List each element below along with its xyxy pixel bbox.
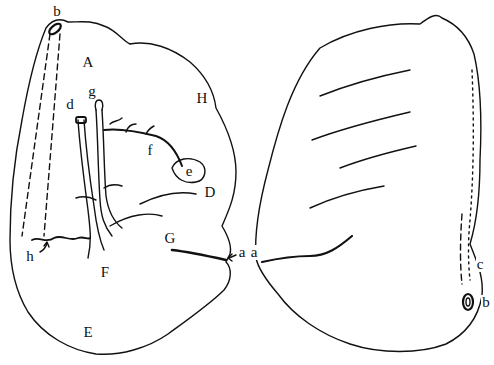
sulcus (32, 237, 90, 240)
sulcus (140, 193, 196, 204)
sulcus (262, 236, 352, 262)
sulcus-label: h (25, 249, 35, 264)
vessel (104, 185, 122, 188)
vessel (78, 120, 90, 258)
vessel (102, 110, 122, 228)
arrowhead (44, 242, 49, 247)
cut-vessel (466, 298, 470, 306)
arrowhead (228, 254, 232, 261)
sulcus (312, 112, 410, 140)
region-label: G (164, 231, 177, 246)
region-outline (172, 159, 205, 183)
vessel (126, 124, 136, 132)
cut-vessel (76, 117, 86, 123)
region-label: A (82, 55, 95, 70)
region-label: H (196, 91, 209, 106)
dashed-line (461, 214, 463, 284)
cut-vessel (463, 294, 473, 310)
vessel (104, 129, 182, 166)
pole-label: b (481, 295, 491, 310)
vessel-label: d (65, 97, 75, 112)
region-label: e (185, 164, 194, 179)
vessel-label: f (147, 143, 154, 158)
sulcus-label: a (238, 245, 247, 260)
brain-outline (256, 16, 483, 352)
region-label: D (204, 185, 217, 200)
sulcus (172, 250, 226, 260)
vessel (84, 120, 104, 250)
sulcus (310, 186, 384, 208)
dashed-line (44, 34, 60, 236)
line-label: c (476, 257, 485, 272)
vessel (76, 197, 96, 200)
pole-label: b (52, 4, 62, 19)
region-label: E (82, 325, 93, 340)
sulcus-label: a (250, 245, 259, 260)
vessel (110, 118, 122, 124)
dotted-line (469, 70, 474, 280)
sulcus (320, 70, 410, 96)
brain-outline (10, 20, 236, 354)
sulcus (340, 146, 416, 168)
region-label: F (100, 265, 110, 280)
vessel (95, 100, 103, 110)
sulcus (110, 214, 162, 226)
vessel-label: g (87, 84, 97, 99)
vessel (146, 126, 154, 134)
